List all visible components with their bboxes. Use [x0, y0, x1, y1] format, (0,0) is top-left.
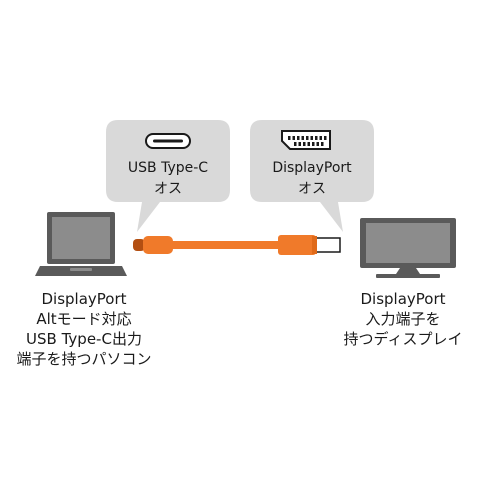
usb-c-bubble: [106, 120, 230, 232]
right-device-caption: DisplayPort 入力端子を 持つディスプレイ: [326, 289, 480, 349]
displayport-port-icon: [281, 130, 331, 150]
usb-c-bubble-label: USB Type-C オス: [106, 158, 230, 200]
right-caption-line: 入力端子を: [365, 310, 441, 328]
displayport-bubble-label: DisplayPort オス: [250, 158, 374, 200]
usb-c-label-line1: USB Type-C: [127, 160, 209, 176]
left-caption-line: USB Type-C出力: [26, 330, 142, 348]
usb-c-to-displayport-cable-icon: [133, 235, 341, 255]
usb-c-port-icon: [145, 133, 191, 149]
displayport-label-line2: オス: [298, 181, 326, 197]
right-caption-line: DisplayPort: [360, 290, 446, 308]
left-device-caption: DisplayPort Altモード対応 USB Type-C出力 端子を持つパ…: [0, 289, 168, 369]
laptop-icon: [35, 212, 127, 276]
display-monitor-icon: [360, 218, 456, 278]
left-caption-line: 端子を持つパソコン: [16, 350, 152, 368]
left-caption-line: Altモード対応: [36, 310, 132, 328]
left-caption-line: DisplayPort: [41, 290, 127, 308]
displayport-bubble: [250, 120, 374, 232]
usb-c-label-line2: オス: [154, 181, 182, 197]
displayport-label-line1: DisplayPort: [272, 160, 352, 176]
right-caption-line: 持つディスプレイ: [343, 330, 463, 348]
